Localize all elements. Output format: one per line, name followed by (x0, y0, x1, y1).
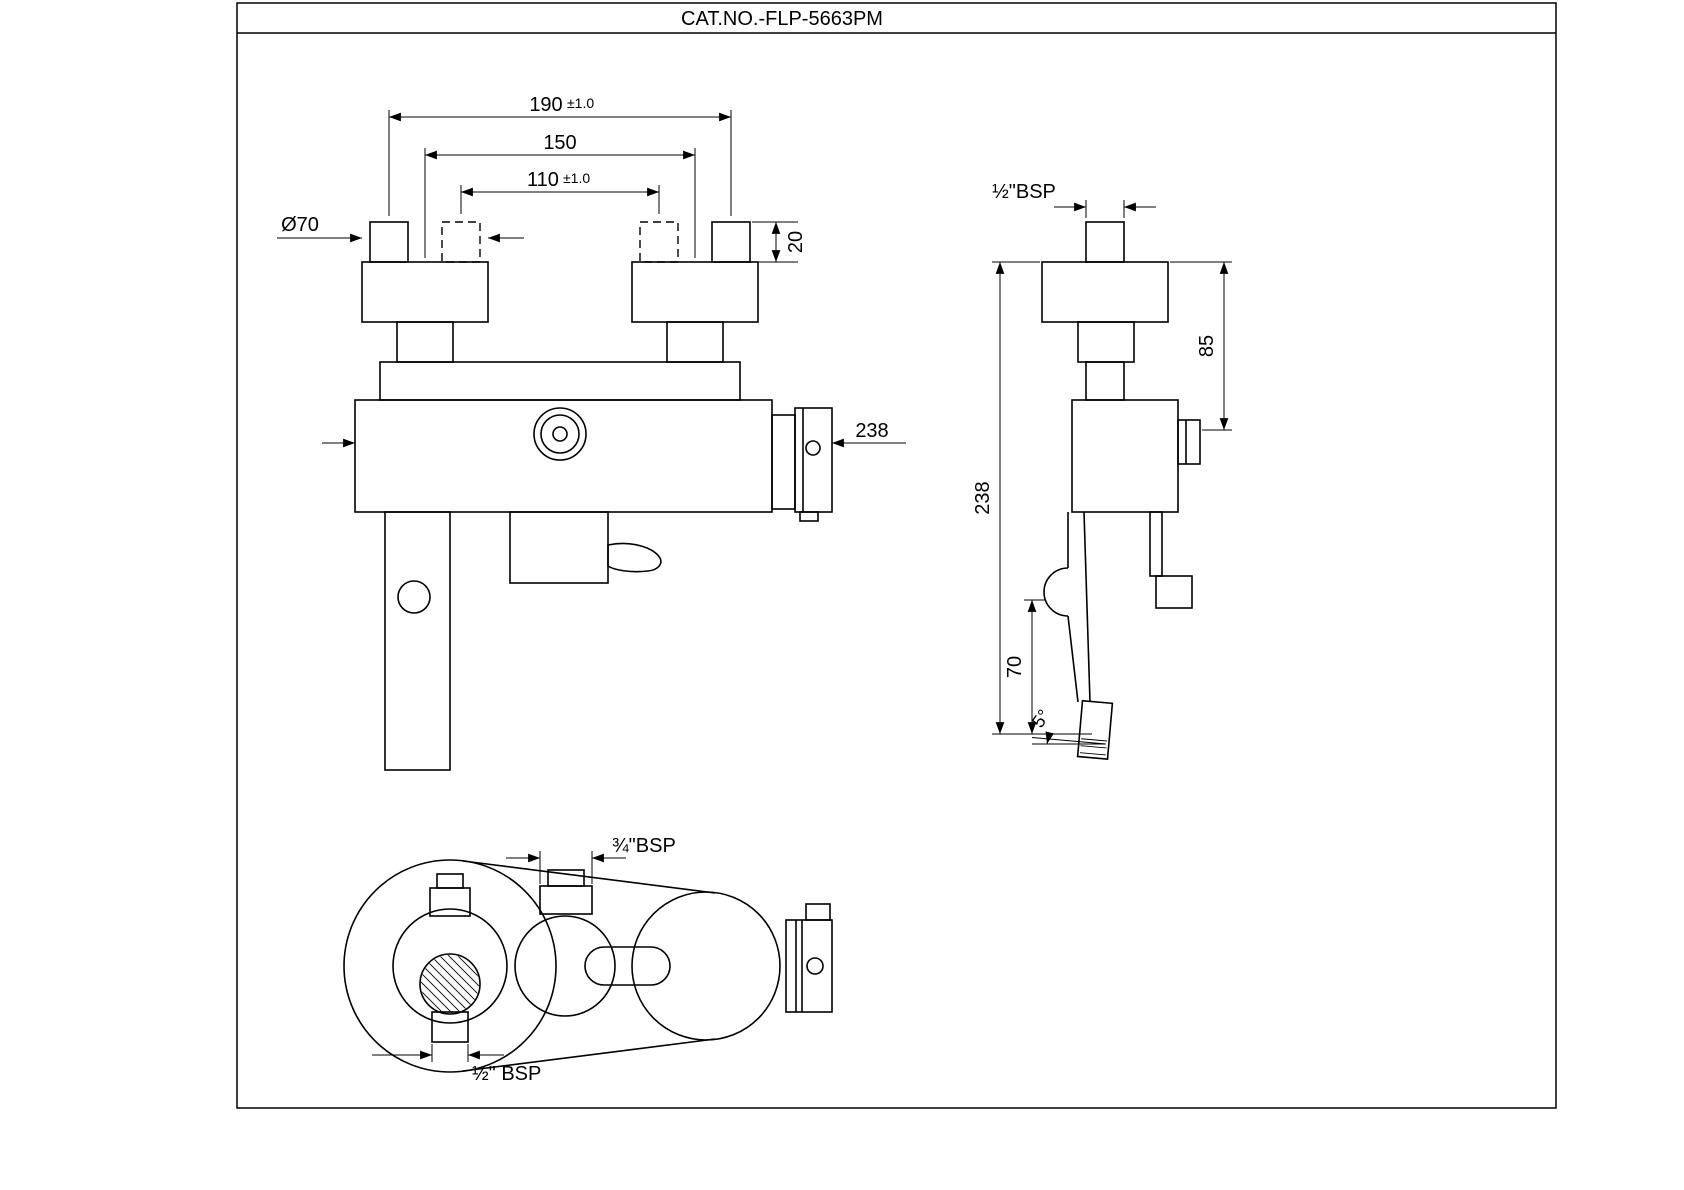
hatch-line (421, 983, 479, 1013)
left-neck (396, 321, 454, 363)
right-inlet-nut (711, 221, 751, 263)
housing-block (509, 511, 609, 584)
angle-line (1031, 737, 1107, 745)
dim-label-threequarter-bsp: ¾"BSP (612, 835, 676, 857)
side-spout-union (1043, 567, 1069, 617)
diverter-housing (509, 511, 662, 584)
sheet-frame (236, 2, 1557, 1109)
button-outer-circle (533, 407, 587, 461)
hatch-line (1081, 738, 1108, 742)
handle-stem (1149, 511, 1163, 577)
button-inner-circle (552, 426, 568, 442)
dim-tol-190: ±1.0 (567, 95, 594, 111)
spout-tip-block (1076, 699, 1114, 760)
side-inlet-nut (1085, 221, 1125, 263)
spout-edge (1067, 615, 1079, 703)
lever-handle (607, 542, 662, 573)
spout-tube (384, 511, 451, 771)
side-knob (1177, 419, 1201, 465)
dim-label-238: 238 (972, 481, 994, 514)
front-view: 190 ±1.0 150 110 ±1.0 Ø70 20 238 (277, 94, 906, 771)
right-neck (666, 321, 724, 363)
hatch-line (421, 956, 479, 1013)
button-mid-circle (540, 414, 580, 454)
spout-tip (1076, 699, 1114, 760)
knob-top-tab (805, 903, 831, 921)
dim-label-150: 150 (543, 132, 576, 154)
lever-top-view (584, 946, 671, 986)
side-view: ½"BSP 85 238 70 5° (972, 181, 1232, 760)
body-outline (462, 860, 716, 894)
knob-body (794, 407, 833, 513)
knob-end-block (785, 919, 833, 1013)
hose-outlet-cap (547, 869, 585, 887)
hatch-line (1080, 745, 1107, 749)
bottom-knob (785, 903, 833, 1013)
spout-flange-circle (343, 859, 557, 1073)
handle-grip (1155, 575, 1193, 609)
mixer-body (354, 399, 773, 513)
hatch-line (421, 965, 479, 1013)
knob-end-screw (806, 957, 824, 975)
upper-manifold (379, 361, 741, 401)
spout-union (397, 580, 431, 614)
knob-collar (771, 414, 796, 510)
spout-tube-circle (392, 908, 508, 1024)
aerator-circle (419, 953, 481, 1015)
angle-dimension: 5° (1028, 706, 1107, 745)
side-neck (1077, 321, 1135, 363)
spout-top-stub-cap (436, 873, 464, 889)
hatch-line (421, 955, 479, 994)
hose-outlet-stub (539, 885, 593, 915)
spout (384, 511, 451, 771)
angle-arc (1045, 731, 1054, 745)
dim-label-half-bsp: ½" BSP (472, 1063, 541, 1085)
dim-label-half-bsp: ½"BSP (992, 181, 1056, 203)
hatch-line (421, 974, 479, 1013)
dim-label-110: 110 (527, 169, 559, 191)
dim-label-20: 20 (785, 231, 807, 253)
hatch-line (421, 955, 479, 1012)
left-inlet-nut-alt-position (441, 221, 481, 263)
body-end-circle (631, 891, 781, 1041)
side-handle (1149, 511, 1193, 609)
temperature-knob (771, 407, 833, 522)
sheet-border (236, 2, 1557, 1109)
hatch-line (421, 955, 479, 1003)
hatch-line (421, 955, 479, 985)
left-inlet-nut (369, 221, 409, 263)
right-inlet-nut-alt-position (639, 221, 679, 263)
bottom-view: ¾"BSP ½" BSP (343, 835, 833, 1085)
hatch-line (421, 955, 479, 1013)
dim-label-70: 70 (1004, 656, 1026, 678)
side-body (1071, 399, 1179, 513)
bottom-dimensions: ¾"BSP ½" BSP (372, 835, 676, 1085)
knob-screw (805, 440, 821, 456)
side-temperature-knob (1177, 419, 1201, 465)
dim-tol-110: ±1.0 (563, 170, 590, 186)
dim-label-dia70: Ø70 (281, 214, 319, 236)
body-outline (462, 1038, 716, 1072)
aerator (419, 953, 481, 1015)
side-pipe (1085, 361, 1125, 401)
drawing-title: CAT.NO.-FLP-5663PM (681, 8, 883, 30)
spout-edge (1083, 511, 1091, 703)
spout-top-stub (429, 887, 471, 917)
dim-label-190: 190 (529, 94, 562, 116)
front-dimensions: 190 ±1.0 150 110 ±1.0 Ø70 20 238 (277, 94, 906, 448)
left-wall-flange (361, 261, 489, 323)
spout-bottom-stub (431, 1011, 469, 1043)
right-wall-flange (631, 261, 759, 323)
center-button (533, 407, 587, 461)
dim-label-85: 85 (1196, 335, 1218, 357)
hatch-line (1079, 752, 1106, 756)
cartridge-circle (514, 915, 616, 1017)
dim-label-238: 238 (855, 420, 888, 442)
knob-foot (799, 511, 819, 522)
aerator-hatch (421, 955, 479, 1013)
side-spout (1043, 511, 1114, 760)
side-dimensions: ½"BSP 85 238 70 5° (972, 181, 1232, 745)
side-wall-flange (1041, 261, 1169, 323)
